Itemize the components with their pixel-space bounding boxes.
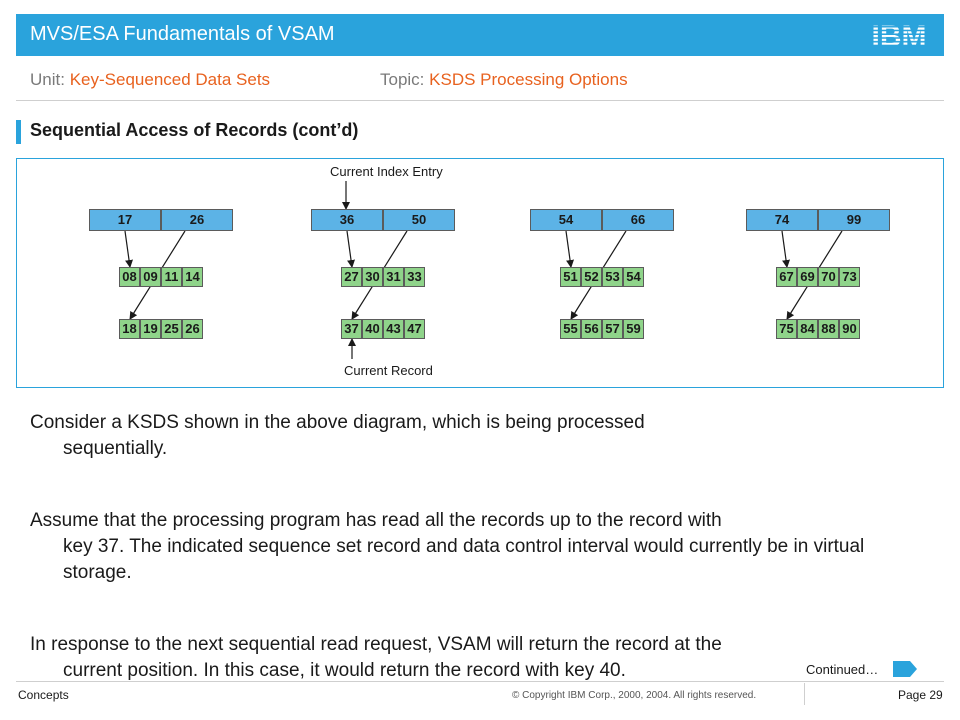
- record-key-cell: 51: [560, 267, 581, 287]
- paragraph-2: Assume that the processing program has r…: [30, 508, 910, 586]
- page-number: Page 29: [898, 688, 943, 702]
- record-key-cell: 14: [182, 267, 203, 287]
- record-key-cell: 67: [776, 267, 797, 287]
- paragraph-2-line: Assume that the processing program has r…: [30, 510, 722, 531]
- record-key-cell: 56: [581, 319, 602, 339]
- record-key-cell: 47: [404, 319, 425, 339]
- index-key-cell: 26: [161, 209, 233, 231]
- pointer-arrow: [124, 230, 133, 268]
- record-key-cell: 08: [119, 267, 140, 287]
- record-key-cell: 84: [797, 319, 818, 339]
- record-key-cell: 54: [623, 267, 644, 287]
- course-title: MVS/ESA Fundamentals of VSAM: [30, 23, 335, 45]
- index-key-cell: 66: [602, 209, 674, 231]
- topic: Topic: KSDS Processing Options: [380, 70, 628, 90]
- record-key-cell: 09: [140, 267, 161, 287]
- record-key-cell: 73: [839, 267, 860, 287]
- record-key-cell: 52: [581, 267, 602, 287]
- footer-divider: [16, 681, 944, 682]
- paragraph-1: Consider a KSDS shown in the above diagr…: [30, 410, 910, 462]
- continue-arrow-icon[interactable]: [893, 661, 917, 677]
- title-accent-bar: [16, 120, 21, 144]
- paragraph-2-cont: key 37. The indicated sequence set recor…: [63, 536, 865, 583]
- index-key-cell: 50: [383, 209, 455, 231]
- record-key-cell: 26: [182, 319, 203, 339]
- index-key-cell: 36: [311, 209, 383, 231]
- page-title: Sequential Access of Records (cont’d): [30, 120, 359, 140]
- record-key-cell: 25: [161, 319, 182, 339]
- current-record-label: Current Record: [344, 363, 433, 378]
- record-key-cell: 53: [602, 267, 623, 287]
- record-key-cell: 55: [560, 319, 581, 339]
- record-key-cell: 18: [119, 319, 140, 339]
- record-key-cell: 40: [362, 319, 383, 339]
- record-key-cell: 59: [623, 319, 644, 339]
- record-key-cell: 88: [818, 319, 839, 339]
- footer-section: Concepts: [18, 688, 69, 702]
- pointer-arrow: [781, 230, 790, 268]
- copyright-notice: © Copyright IBM Corp., 2000, 2004. All r…: [512, 690, 757, 701]
- index-key-cell: 74: [746, 209, 818, 231]
- record-key-cell: 33: [404, 267, 425, 287]
- ibm-logo: IBM: [872, 20, 927, 50]
- paragraph-3: In response to the next sequential read …: [30, 632, 910, 684]
- record-key-cell: 57: [602, 319, 623, 339]
- record-key-cell: 11: [161, 267, 182, 287]
- pointer-arrow: [565, 230, 574, 268]
- paragraph-1-cont: sequentially.: [63, 438, 168, 459]
- current-index-entry-label: Current Index Entry: [330, 164, 443, 179]
- record-key-cell: 90: [839, 319, 860, 339]
- record-key-cell: 69: [797, 267, 818, 287]
- record-key-cell: 19: [140, 319, 161, 339]
- continued-label: Continued…: [806, 662, 879, 677]
- unit-label: Unit:: [30, 70, 65, 89]
- index-key-cell: 54: [530, 209, 602, 231]
- record-key-cell: 27: [341, 267, 362, 287]
- record-key-cell: 43: [383, 319, 404, 339]
- record-key-cell: 70: [818, 267, 839, 287]
- pointer-arrow: [346, 230, 355, 268]
- header-bar: MVS/ESA Fundamentals of VSAM IBM: [16, 14, 944, 56]
- footer-separator: [804, 683, 805, 705]
- unit-value: Key-Sequenced Data Sets: [69, 70, 271, 89]
- index-key-cell: 99: [818, 209, 890, 231]
- svg-text:IBM: IBM: [872, 20, 927, 50]
- record-key-cell: 37: [341, 319, 362, 339]
- header-divider: [16, 100, 944, 101]
- paragraph-3-line: In response to the next sequential read …: [30, 634, 722, 655]
- record-key-cell: 31: [383, 267, 404, 287]
- record-key-cell: 75: [776, 319, 797, 339]
- paragraph-1-line: Consider a KSDS shown in the above diagr…: [30, 412, 645, 433]
- paragraph-3-cont: current position. In this case, it would…: [63, 660, 626, 681]
- topic-value: KSDS Processing Options: [429, 70, 628, 89]
- index-key-cell: 17: [89, 209, 161, 231]
- topic-label: Topic:: [380, 70, 425, 89]
- record-key-cell: 30: [362, 267, 383, 287]
- unit-topic-line: Unit: Key-Sequenced Data Sets Topic: KSD…: [30, 70, 628, 90]
